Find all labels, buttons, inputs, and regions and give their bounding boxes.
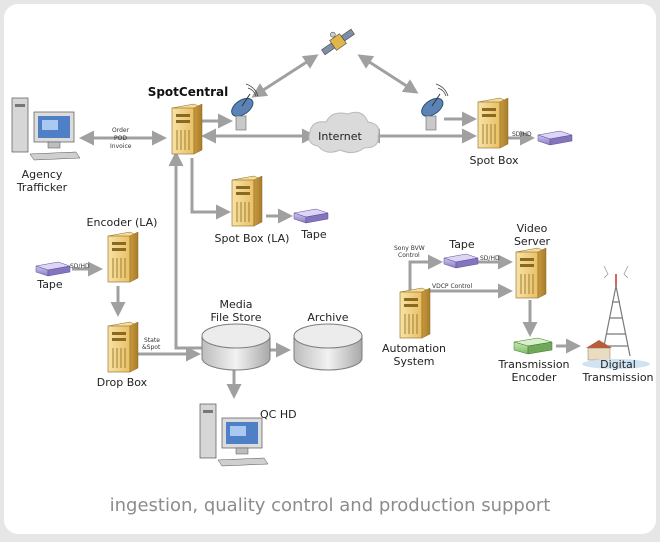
- trafficker-label: Trafficker: [16, 181, 68, 194]
- archive-disk: [293, 323, 363, 371]
- spot-box-la-label: Spot Box (LA): [215, 232, 290, 245]
- tape-deck-icon: [537, 130, 573, 146]
- workstation-icon: [199, 403, 269, 467]
- satellite-link-right: [357, 54, 419, 94]
- sony-control-label: Control: [398, 252, 420, 259]
- tape-label-la: Tape: [300, 228, 327, 241]
- digital-transmission-label: Transmission: [581, 371, 653, 384]
- spot-box-la-server: [231, 175, 263, 227]
- tape-deck-icon: [35, 261, 71, 277]
- state-label: State: [144, 337, 160, 344]
- automation-tape-arrow: [408, 254, 443, 292]
- digital-label: Digital: [600, 358, 636, 371]
- media-file-store-disk: [201, 323, 271, 371]
- video-label: Video: [517, 222, 548, 235]
- diagram-canvas: Internet SpotCentral Spot Box SD/HD Spot…: [4, 4, 656, 534]
- transmission-tower-icon: [582, 265, 650, 369]
- internet-label: Internet: [318, 130, 362, 143]
- transmission-encoder-icon: [513, 337, 553, 355]
- qc-hd-label: QC HD: [260, 408, 297, 421]
- order-label: Order: [112, 127, 130, 134]
- file-store-label: File Store: [211, 311, 262, 324]
- spotcentral-spotbox-la-arrow: [190, 158, 231, 220]
- satellite-dish-icon: [421, 83, 449, 131]
- encoder-la-server: [107, 231, 139, 283]
- automation-system-server: [399, 287, 431, 339]
- encoder-la-label: Encoder (LA): [87, 216, 158, 229]
- videoserver-sdhd-label: SD/HD: [480, 255, 500, 262]
- drop-box-server: [107, 321, 139, 373]
- tape-deck-icon: [443, 253, 479, 269]
- video-server: [515, 247, 547, 299]
- spot-box-sdhd-label: SD/HD: [512, 131, 532, 138]
- pod-label: POD: [114, 135, 127, 142]
- filestore-spotcentral-arrow: [168, 151, 202, 350]
- satellite-dish-icon: [231, 83, 259, 131]
- workstation-icon: [11, 97, 81, 161]
- encoder-label: Encoder: [512, 371, 557, 384]
- tape-label-encoder: Tape: [36, 278, 63, 291]
- spot-box-server: [477, 97, 509, 149]
- spot-box-label: Spot Box: [470, 154, 519, 167]
- tape-label-automation: Tape: [448, 238, 475, 251]
- satellite-icon: [321, 28, 355, 56]
- workflow-diagram: Internet SpotCentral Spot Box SD/HD Spot…: [11, 28, 654, 467]
- server-label: Server: [514, 235, 551, 248]
- automation-label: Automation: [382, 342, 446, 355]
- spotcentral-title: SpotCentral: [148, 85, 229, 99]
- encoder-sdhd-label: SD/HD: [70, 263, 90, 270]
- spot-label: &Spot: [142, 344, 161, 351]
- diagram-caption: ingestion, quality control and productio…: [109, 495, 551, 516]
- satellite-link-left: [251, 54, 319, 98]
- drop-box-label: Drop Box: [97, 376, 148, 389]
- vdcp-control-label: VDCP Control: [432, 283, 472, 290]
- internet-cloud-icon: [308, 111, 380, 154]
- archive-label: Archive: [307, 311, 348, 324]
- sony-bvw-label: Sony BVW: [394, 245, 425, 252]
- tape-deck-icon: [293, 208, 329, 224]
- agency-label: Agency: [22, 168, 63, 181]
- transmission-label: Transmission: [497, 358, 569, 371]
- media-label: Media: [219, 298, 252, 311]
- invoice-label: Invoice: [110, 143, 132, 150]
- spotcentral-server: [171, 103, 203, 155]
- connectors: [72, 54, 581, 399]
- system-label: System: [393, 355, 434, 368]
